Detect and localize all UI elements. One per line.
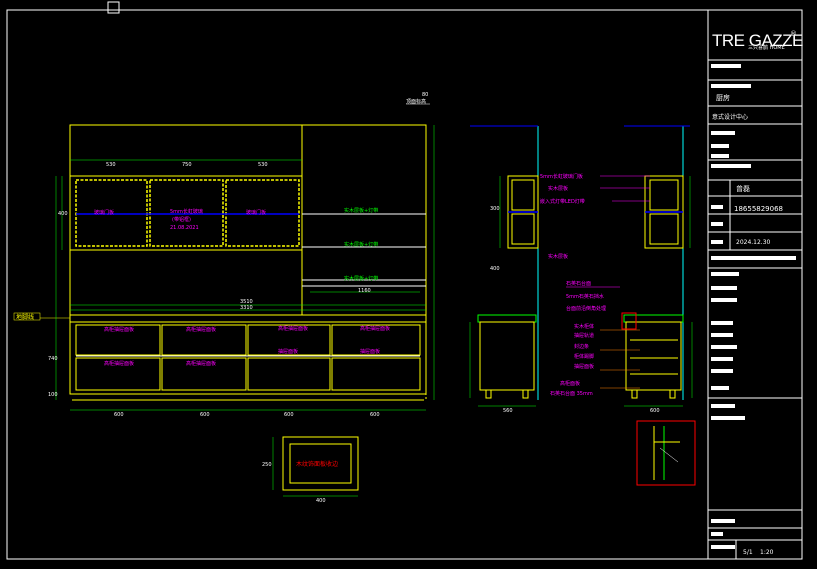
section-label-3: 嵌入式灯带LED灯带 bbox=[540, 198, 585, 205]
dim-upper-3: 530 bbox=[258, 162, 268, 168]
dim-height-3: 100 bbox=[48, 392, 58, 398]
dim-counter-inner: 3310 bbox=[240, 305, 253, 311]
page-value: 5/1 bbox=[743, 549, 753, 556]
drawing-border bbox=[6, 9, 803, 560]
door-note-middle-2: (带铝框) bbox=[172, 216, 191, 223]
dim-lower-2: 600 bbox=[200, 412, 210, 418]
detail-height: 250 bbox=[262, 462, 272, 468]
section-label-12: 抽屉面板 bbox=[574, 363, 594, 370]
door-note-middle-1: 5mm长虹玻璃 bbox=[170, 208, 203, 215]
drawer-note-3: 高柜抽屉面板 bbox=[278, 325, 308, 332]
dim-height-1: 400 bbox=[58, 211, 68, 217]
section-label-4: 实木层板 bbox=[548, 253, 568, 260]
section-label-9: 抽屉轨道 bbox=[574, 332, 594, 339]
designer-name: 曾磊 bbox=[736, 184, 750, 193]
door-note-left: 玻璃门板 bbox=[94, 209, 114, 216]
upper-door-2 bbox=[149, 179, 224, 247]
side-section: 300 400 560 600 bbox=[469, 125, 696, 486]
drawer-note-6: 高柜抽屉面板 bbox=[186, 360, 216, 367]
section-label-14: 石英石台面 35mm bbox=[550, 390, 593, 397]
section-label-7: 台面前沿倒角处理 bbox=[566, 305, 606, 312]
dim-height-2: 740 bbox=[48, 356, 58, 362]
brand-logo: TRE GAZZE bbox=[712, 31, 803, 50]
shelf-note-1: 实木层板+灯带 bbox=[344, 207, 378, 214]
section-label-11: 柜体踢脚 bbox=[574, 353, 594, 360]
shelf-note-3: 实木层板+灯带 bbox=[344, 275, 378, 282]
dim-lower-4: 600 bbox=[370, 412, 380, 418]
dim-counter: 3510 bbox=[240, 299, 253, 305]
section-label-1: 5mm长虹玻璃门板 bbox=[540, 173, 583, 180]
drawer-note-4: 高柜抽屉面板 bbox=[360, 325, 390, 332]
designer-phone: 18655829068 bbox=[734, 205, 783, 213]
section-dim-2: 400 bbox=[490, 266, 500, 272]
brand-mark: ® bbox=[790, 30, 797, 38]
bottom-detail-note: 木纹饰面板收边 bbox=[296, 460, 338, 468]
drawer-note-5: 高柜抽屉面板 bbox=[104, 360, 134, 367]
dim-lower-3: 600 bbox=[284, 412, 294, 418]
dim-upper-2: 750 bbox=[182, 162, 192, 168]
shelf-note-2: 实木层板+灯带 bbox=[344, 241, 378, 248]
section-label-10: 封边条 bbox=[574, 343, 589, 350]
section-label-6: 5mm石英石挡水 bbox=[566, 293, 604, 300]
drawing-date: 2024.12.30 bbox=[736, 239, 771, 246]
dim-shelf: 1160 bbox=[358, 288, 371, 294]
section-label-8: 实木柜体 bbox=[574, 323, 594, 330]
drawer-note-1: 高柜抽屉面板 bbox=[104, 326, 134, 333]
dim-upper-1: 530 bbox=[106, 162, 116, 168]
door-note-middle-3: 21.08.2021 bbox=[170, 225, 199, 231]
drawer-note-2: 高柜抽屉面板 bbox=[186, 326, 216, 333]
section-label-group: 5mm长虹玻璃门板 实木层板 嵌入式灯带LED灯带 实木层板 石英石台面 5mm… bbox=[540, 173, 650, 397]
drawer-note-7: 抽屉面板 bbox=[278, 348, 298, 355]
section-label-13: 高柜面板 bbox=[560, 380, 580, 387]
upper-door-1 bbox=[75, 179, 148, 247]
dim-lower-1: 600 bbox=[114, 412, 124, 418]
section-label-2: 实木层板 bbox=[548, 185, 568, 192]
left-tag: 地脚线 bbox=[16, 313, 34, 321]
front-elevation: 玻璃门板 5mm长虹玻璃 (带铝框) 21.08.2021 玻璃门板 实木层板+… bbox=[13, 92, 435, 418]
door-note-right: 玻璃门板 bbox=[246, 209, 266, 216]
top-elevation-label: 顶面标高 bbox=[406, 98, 426, 105]
section-dim-3: 560 bbox=[503, 408, 513, 414]
section-dim-1: 300 bbox=[490, 206, 500, 212]
section-label-5: 石英石台面 bbox=[566, 280, 591, 287]
scale-value: 1:20 bbox=[760, 549, 774, 556]
design-center: 意式设计中心 bbox=[712, 113, 748, 121]
top-elevation-value: 80 bbox=[422, 92, 428, 98]
section-dim-4: 600 bbox=[650, 408, 660, 414]
page-marker bbox=[107, 1, 120, 14]
title-block: TRE GAZZE ® 三只喜鹊 HOME 厨房 意式设计中心 曾磊 18655… bbox=[708, 30, 804, 559]
brand-subtitle: 三只喜鹊 HOME bbox=[748, 44, 785, 51]
bottom-detail: 木纹饰面板收边 400 250 bbox=[262, 436, 359, 504]
upper-door-3 bbox=[225, 179, 300, 247]
detail-width: 400 bbox=[316, 498, 326, 504]
drawer-note-8: 抽屉面板 bbox=[360, 348, 380, 355]
sheet-name: 厨房 bbox=[716, 93, 730, 102]
